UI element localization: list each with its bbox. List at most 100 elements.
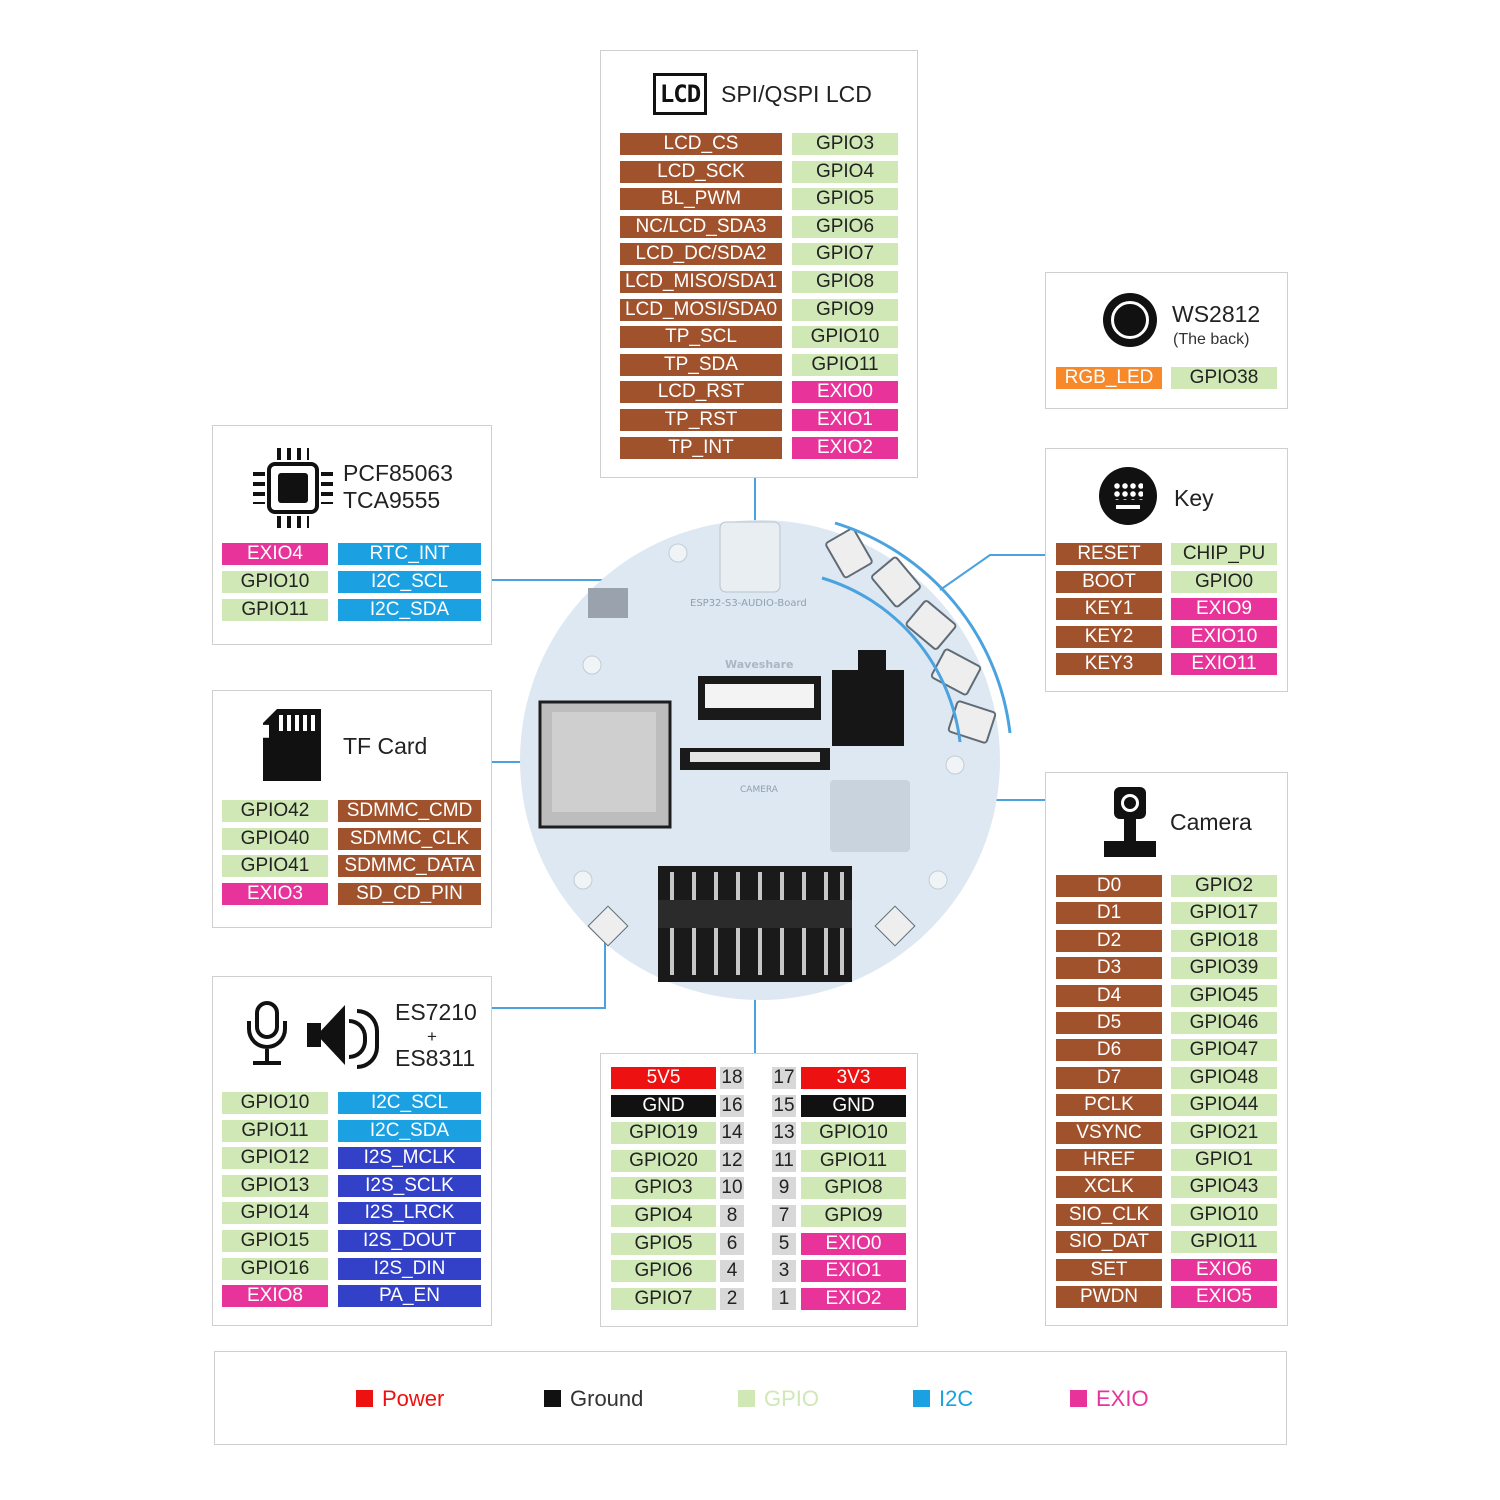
header-left-label: GPIO4 [611,1205,716,1227]
lcd-pin-label: EXIO2 [792,436,898,459]
camera-function-label: D1 [1056,902,1162,925]
audio-function-label: I2C_SDA [338,1119,481,1142]
lcd-pin-label: GPIO11 [792,353,898,376]
brand-silk: Waveshare [725,658,793,671]
header-right-pin-number: 5 [772,1232,796,1255]
header-right-pin-number: 11 [772,1149,796,1172]
camera-pin-label: GPIO10 [1171,1203,1277,1226]
header-right-label: 3V3 [801,1067,906,1089]
legend-swatch [1070,1390,1087,1407]
rtc-title-2: TCA9555 [343,487,441,513]
audio-pin-label: EXIO8 [222,1285,328,1308]
lcd-function-label: TP_SCL [620,326,782,349]
key-panel: Key [1045,448,1288,692]
tf-pin-label: EXIO3 [222,882,328,905]
audio-pin-label: GPIO14 [222,1202,328,1225]
lcd-function-label: TP_SDA [620,353,782,376]
camera-icon [1102,787,1158,859]
power-switch [588,588,628,618]
header-right-pin-number: 15 [772,1094,796,1117]
camera-function-label: PCLK [1056,1094,1162,1117]
camera-function-label: HREF [1056,1149,1162,1171]
camera-pin-label: GPIO11 [1171,1231,1277,1254]
lcd-function-label: LCD_MOSI/SDA0 [620,298,782,321]
camera-function-label: SIO_CLK [1056,1203,1162,1226]
header-left-label: GPIO5 [611,1232,716,1255]
audio-pin-label: GPIO10 [222,1092,328,1114]
camera-pin-label: GPIO21 [1171,1121,1277,1144]
lcd-function-label: TP_RST [620,409,782,431]
key-function-label: RESET [1056,543,1162,565]
header-left-label: GPIO3 [611,1177,716,1200]
header-left-pin-number: 6 [720,1232,744,1255]
header-left-pin-number: 10 [720,1177,744,1200]
audio-pin-label: GPIO12 [222,1147,328,1170]
header-left-label: GPIO20 [611,1149,716,1172]
rtc-pin-label: GPIO11 [222,599,328,621]
lcd-pin-label: EXIO0 [792,381,898,404]
legend-label: GPIO [764,1386,820,1411]
key-title: Key [1174,485,1214,511]
header-left-label: 5V5 [611,1067,716,1089]
rtc-function-label: I2C_SDA [338,599,481,621]
lcd-pin-label: GPIO9 [792,298,898,321]
camera-function-label: D3 [1056,957,1162,980]
lcd-function-label: TP_INT [620,436,782,459]
ws2812-subtitle: (The back) [1173,331,1250,348]
camera-function-label: D6 [1056,1039,1162,1062]
audio-title-1: ES7210 [395,999,477,1025]
camera-pin-label: GPIO48 [1171,1066,1277,1089]
legend-label: Ground [570,1386,644,1411]
lcd-function-label: NC/LCD_SDA3 [620,215,782,238]
lcd-function-label: LCD_SCK [620,160,782,183]
rgb-led-label: RGB_LED [1056,367,1162,389]
tf-pin-label: GPIO40 [222,827,328,850]
lcd-pin-label: GPIO6 [792,215,898,238]
header-right-label: EXIO1 [801,1260,906,1283]
legend-item: EXIO [1070,1386,1149,1412]
rtc-title-1: PCF85063 [343,460,453,486]
camera-pin-label: GPIO2 [1171,875,1277,897]
audio-pin-label: GPIO15 [222,1230,328,1252]
audio-function-label: I2S_DIN [338,1257,481,1280]
header-left-pin-number: 4 [720,1260,744,1283]
lcd-title: SPI/QSPI LCD [721,81,872,107]
lcd-icon: LCD [653,73,707,115]
header-right-pin-number: 3 [772,1260,796,1283]
legend-item: I2C [913,1386,973,1412]
key-buttons [825,527,997,744]
tf-function-label: SDMMC_DATA [338,855,481,878]
key-pin-label: GPIO0 [1171,570,1277,593]
audio-pin-label: GPIO11 [222,1119,328,1142]
tf-pin-label: GPIO42 [222,800,328,822]
audio-function-label: I2S_SCLK [338,1174,481,1197]
board-name-silk: ESP32-S3-AUDIO-Board [690,598,807,609]
keypad-icon [1099,467,1157,525]
header-left-pin-number: 12 [720,1149,744,1172]
camera-function-label: VSYNC [1056,1121,1162,1144]
lcd-pin-label: GPIO3 [792,133,898,155]
ic-chip [832,670,904,746]
audio-function-label: I2C_SCL [338,1092,481,1114]
audio-function-label: I2S_DOUT [338,1230,481,1252]
camera-pin-label: GPIO18 [1171,929,1277,952]
camera-function-label: D0 [1056,875,1162,897]
key-pin-label: CHIP_PU [1171,543,1277,565]
camera-function-label: PWDN [1056,1286,1162,1308]
tf-pin-label: GPIO41 [222,855,328,878]
tf-function-label: SD_CD_PIN [338,882,481,905]
camera-function-label: D7 [1056,1066,1162,1089]
lcd-pin-label: GPIO4 [792,160,898,183]
camera-function-label: XCLK [1056,1176,1162,1199]
ws2812-title: WS2812 [1172,301,1261,327]
header-left-label: GPIO6 [611,1260,716,1283]
tf-function-label: SDMMC_CLK [338,827,481,850]
rtc-function-label: RTC_INT [338,543,481,565]
legend-label: I2C [939,1386,974,1411]
esp32-module [830,780,910,852]
camera-pin-label: GPIO43 [1171,1176,1277,1199]
audio-function-label: I2S_LRCK [338,1202,481,1225]
lcd-pin-label: EXIO1 [792,409,898,431]
camera-pin-label: GPIO46 [1171,1012,1277,1034]
